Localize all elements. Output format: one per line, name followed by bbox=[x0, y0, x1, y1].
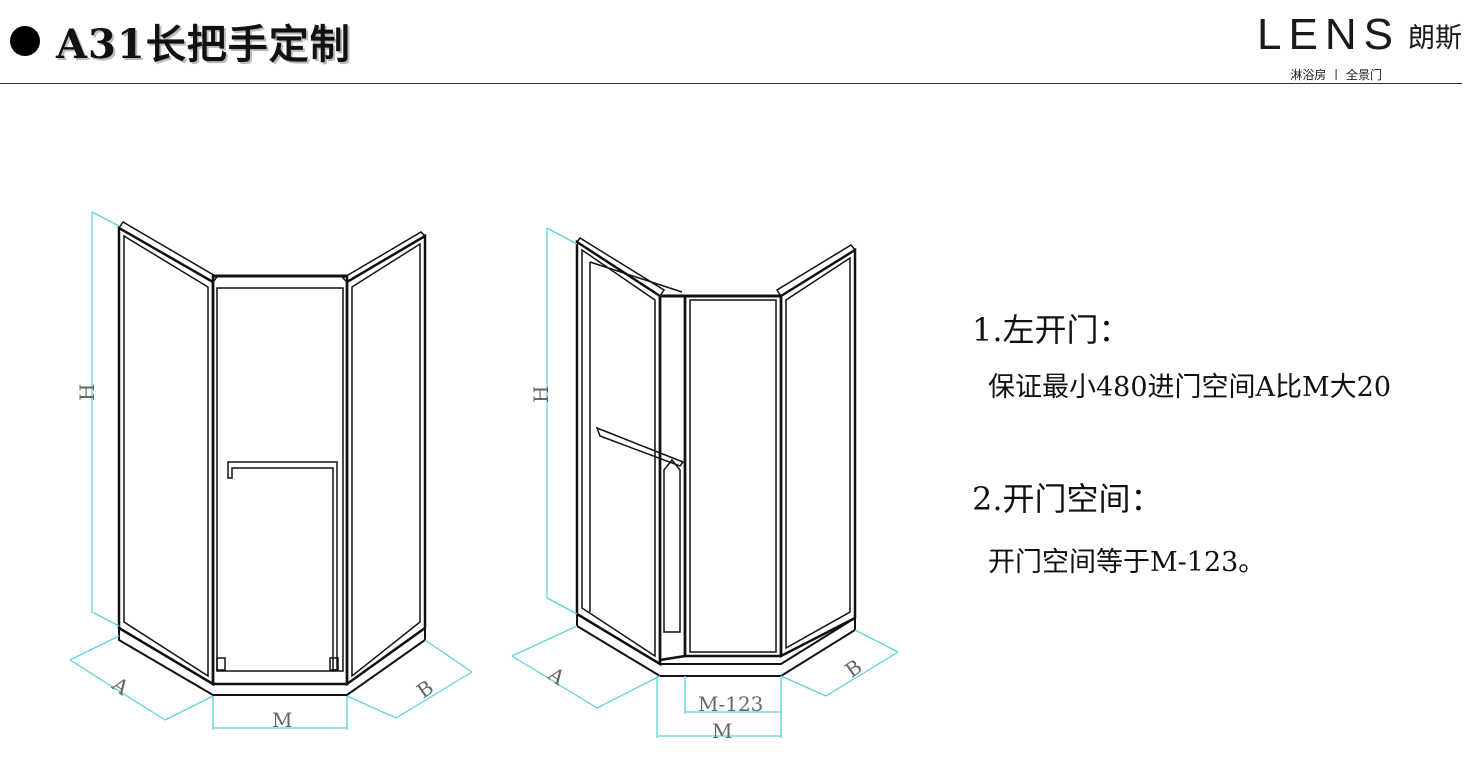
left-h-label: H bbox=[75, 384, 99, 401]
brand-logo: LENS bbox=[1257, 10, 1400, 59]
door-space-heading: 2.开门空间： bbox=[972, 480, 1163, 518]
notes-panel: 1.左开门： 保证最小480进门空间A比M大20 2.开门空间： 开门空间等于M… bbox=[972, 305, 1391, 579]
page-title: A31长把手定制 bbox=[10, 12, 351, 70]
right-m123-label: M-123 bbox=[698, 692, 763, 716]
right-dimension-labels: H A B M-123 M bbox=[529, 386, 866, 743]
right-a-label: A bbox=[543, 661, 570, 690]
left-b-label: B bbox=[412, 675, 438, 703]
right-b-label: B bbox=[841, 654, 867, 682]
left-dimension-lines bbox=[69, 211, 473, 730]
brand-subtitle: 淋浴房 丨 全景门 bbox=[1290, 68, 1382, 82]
right-shower-open bbox=[575, 237, 857, 677]
left-shower-closed bbox=[117, 220, 427, 696]
title-text: A31长把手定制 bbox=[56, 21, 351, 68]
right-dimension-lines bbox=[511, 227, 899, 738]
right-h-label: H bbox=[529, 386, 553, 403]
right-m-label: M bbox=[712, 719, 732, 743]
header-rule bbox=[0, 83, 1462, 84]
door-space-text: 开门空间等于M-123。 bbox=[988, 547, 1266, 578]
left-dimension-labels: H A B M bbox=[75, 384, 438, 732]
brand: LENS 朗斯 bbox=[1257, 10, 1462, 60]
left-door-heading: 1.左开门： bbox=[972, 311, 1131, 349]
bullet-icon bbox=[10, 26, 40, 56]
left-door-text: 保证最小480进门空间A比M大20 bbox=[988, 372, 1392, 403]
brand-cn: 朗斯 bbox=[1408, 22, 1462, 54]
left-a-label: A bbox=[107, 671, 134, 700]
left-m-label: M bbox=[272, 708, 292, 732]
